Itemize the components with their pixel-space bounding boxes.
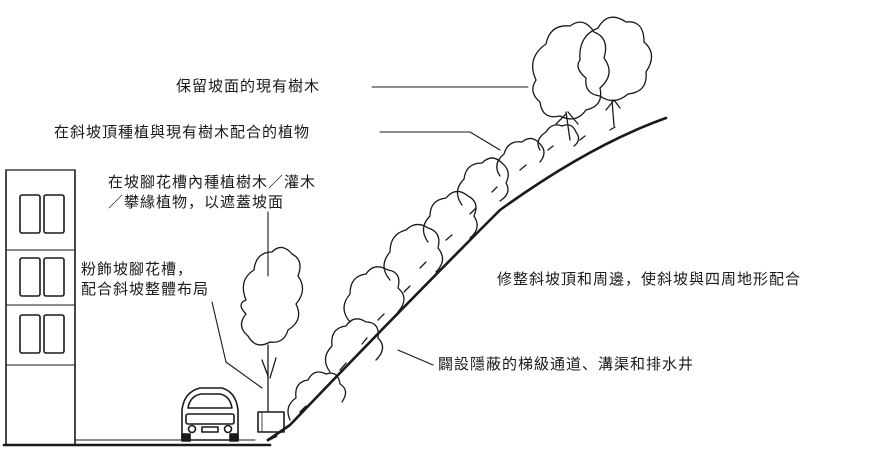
label-toe-planter-planting-line1: 在坡腳花槽內種植樹木／灌木 — [108, 173, 317, 191]
leader-lines — [211, 86, 529, 389]
label-crest-planting: 在斜坡頂種植與現有樹木配合的植物 — [54, 123, 311, 141]
label-render-planter-line2: 配合斜坡整體布局 — [81, 280, 210, 298]
label-regrade-crest: 修整斜坡頂和周邊，使斜坡與四周地形配合 — [497, 270, 802, 288]
label-hidden-access: 闢設隱蔽的梯級通道、溝渠和排水井 — [438, 355, 695, 373]
tree-icon — [240, 246, 304, 413]
building-icon — [5, 169, 76, 446]
slope-surface — [266, 116, 668, 442]
shrub-icon — [287, 124, 616, 421]
tree-icon — [532, 16, 653, 141]
toe-planter — [257, 411, 285, 433]
label-render-planter-line1: 粉飾坡腳花槽， — [81, 260, 194, 278]
label-render-planter: 粉飾坡腳花槽， 配合斜坡整體布局 — [81, 259, 209, 299]
label-toe-planter-planting: 在坡腳花槽內種植樹木／灌木 ／攀緣植物，以遮蓋坡面 — [108, 172, 316, 212]
label-retain-trees: 保留坡面的現有樹木 — [176, 77, 321, 95]
car-icon — [181, 387, 239, 442]
label-toe-planter-planting-line2: ／攀緣植物，以遮蓋坡面 — [108, 193, 285, 211]
